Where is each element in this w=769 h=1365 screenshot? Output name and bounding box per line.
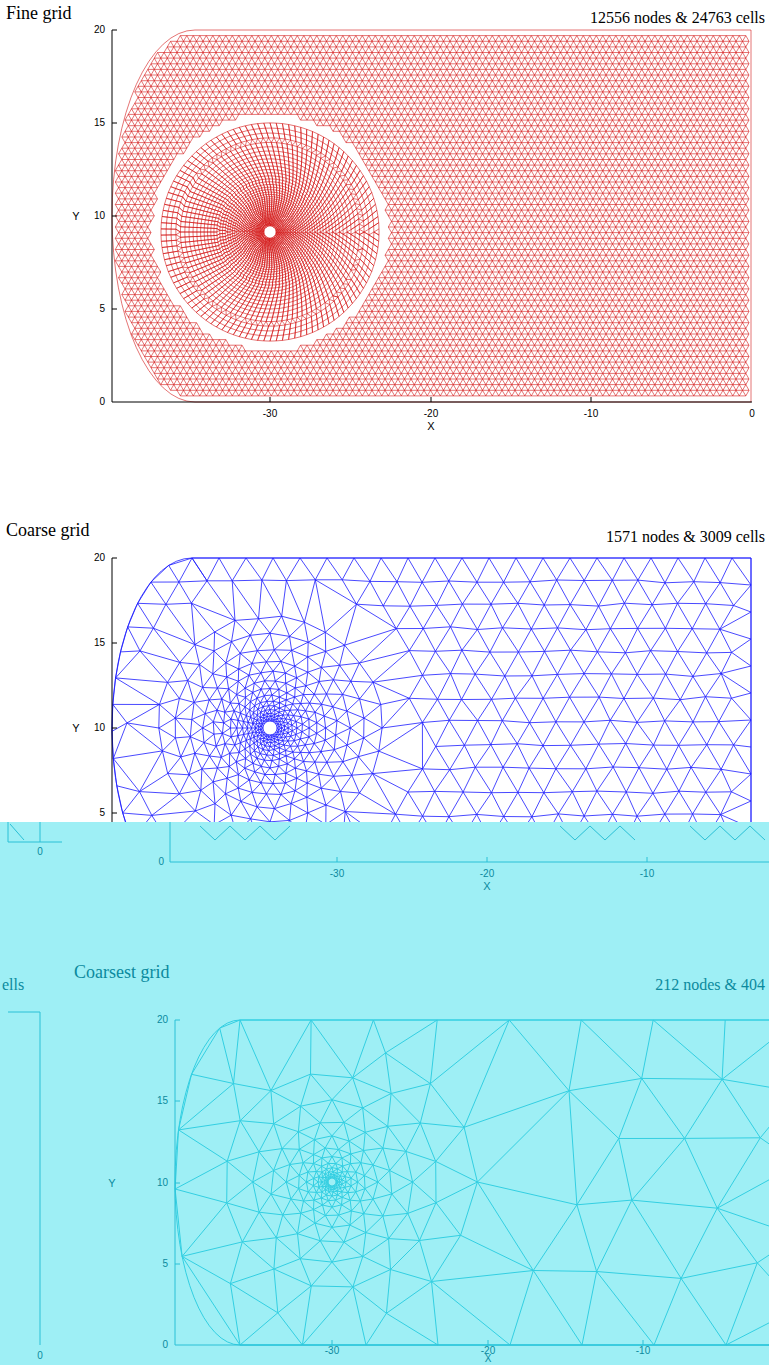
tick-label: -30 [330,869,344,879]
grid-stats: ells [2,977,24,993]
tick-label: -20 [480,869,494,879]
tick-label: 0 [749,409,755,419]
grid-stats: 1571 nodes & 3009 cells [606,529,765,545]
grid-stats: 212 nodes & 404 [655,977,765,993]
tick-label: 0 [158,857,164,867]
tick-label: 0 [37,847,43,857]
grid-stats: 12556 nodes & 24763 cells [590,10,765,26]
tick-label: -10 [636,1346,650,1356]
tick-label: -20 [424,409,438,419]
axis-label: Y [72,211,79,222]
tick-label: 15 [157,1096,168,1106]
plot-axes [112,30,752,402]
tick-label: 5 [162,1259,168,1269]
tick-label: 10 [94,723,105,733]
axis-label: Y [108,1178,115,1189]
axis-label: Y [72,723,79,734]
axis-label: X [485,1354,492,1364]
tick-label: 10 [94,211,105,221]
tick-label: 0 [37,1351,43,1361]
cyan-overlay [0,822,769,1365]
axis-label: X [427,421,434,432]
tick-label: -10 [584,409,598,419]
tick-label: 10 [157,1178,168,1188]
panel-title: Fine grid [6,4,72,22]
tick-label: 15 [94,118,105,128]
tick-label: -30 [263,409,277,419]
tick-label: 20 [157,1015,168,1025]
tick-label: 20 [94,553,105,563]
fine-mesh [112,30,751,402]
overlay-fragments [8,1012,40,1345]
tick-label: 15 [94,638,105,648]
tick-label: 0 [162,1340,168,1350]
panel-title: Coarse grid [6,521,89,539]
tick-label: 5 [99,808,105,818]
tick-label: 20 [94,25,105,35]
coarsest-mesh [175,1020,769,1345]
tick-label: 5 [99,304,105,314]
panel-title: Coarsest grid [74,963,169,981]
axis-label: X [483,881,490,892]
overlay-fragments [8,822,769,862]
plot-axes [175,1020,769,1345]
tick-label: 0 [99,397,105,407]
tick-label: -10 [640,869,654,879]
tick-label: -30 [325,1346,339,1356]
